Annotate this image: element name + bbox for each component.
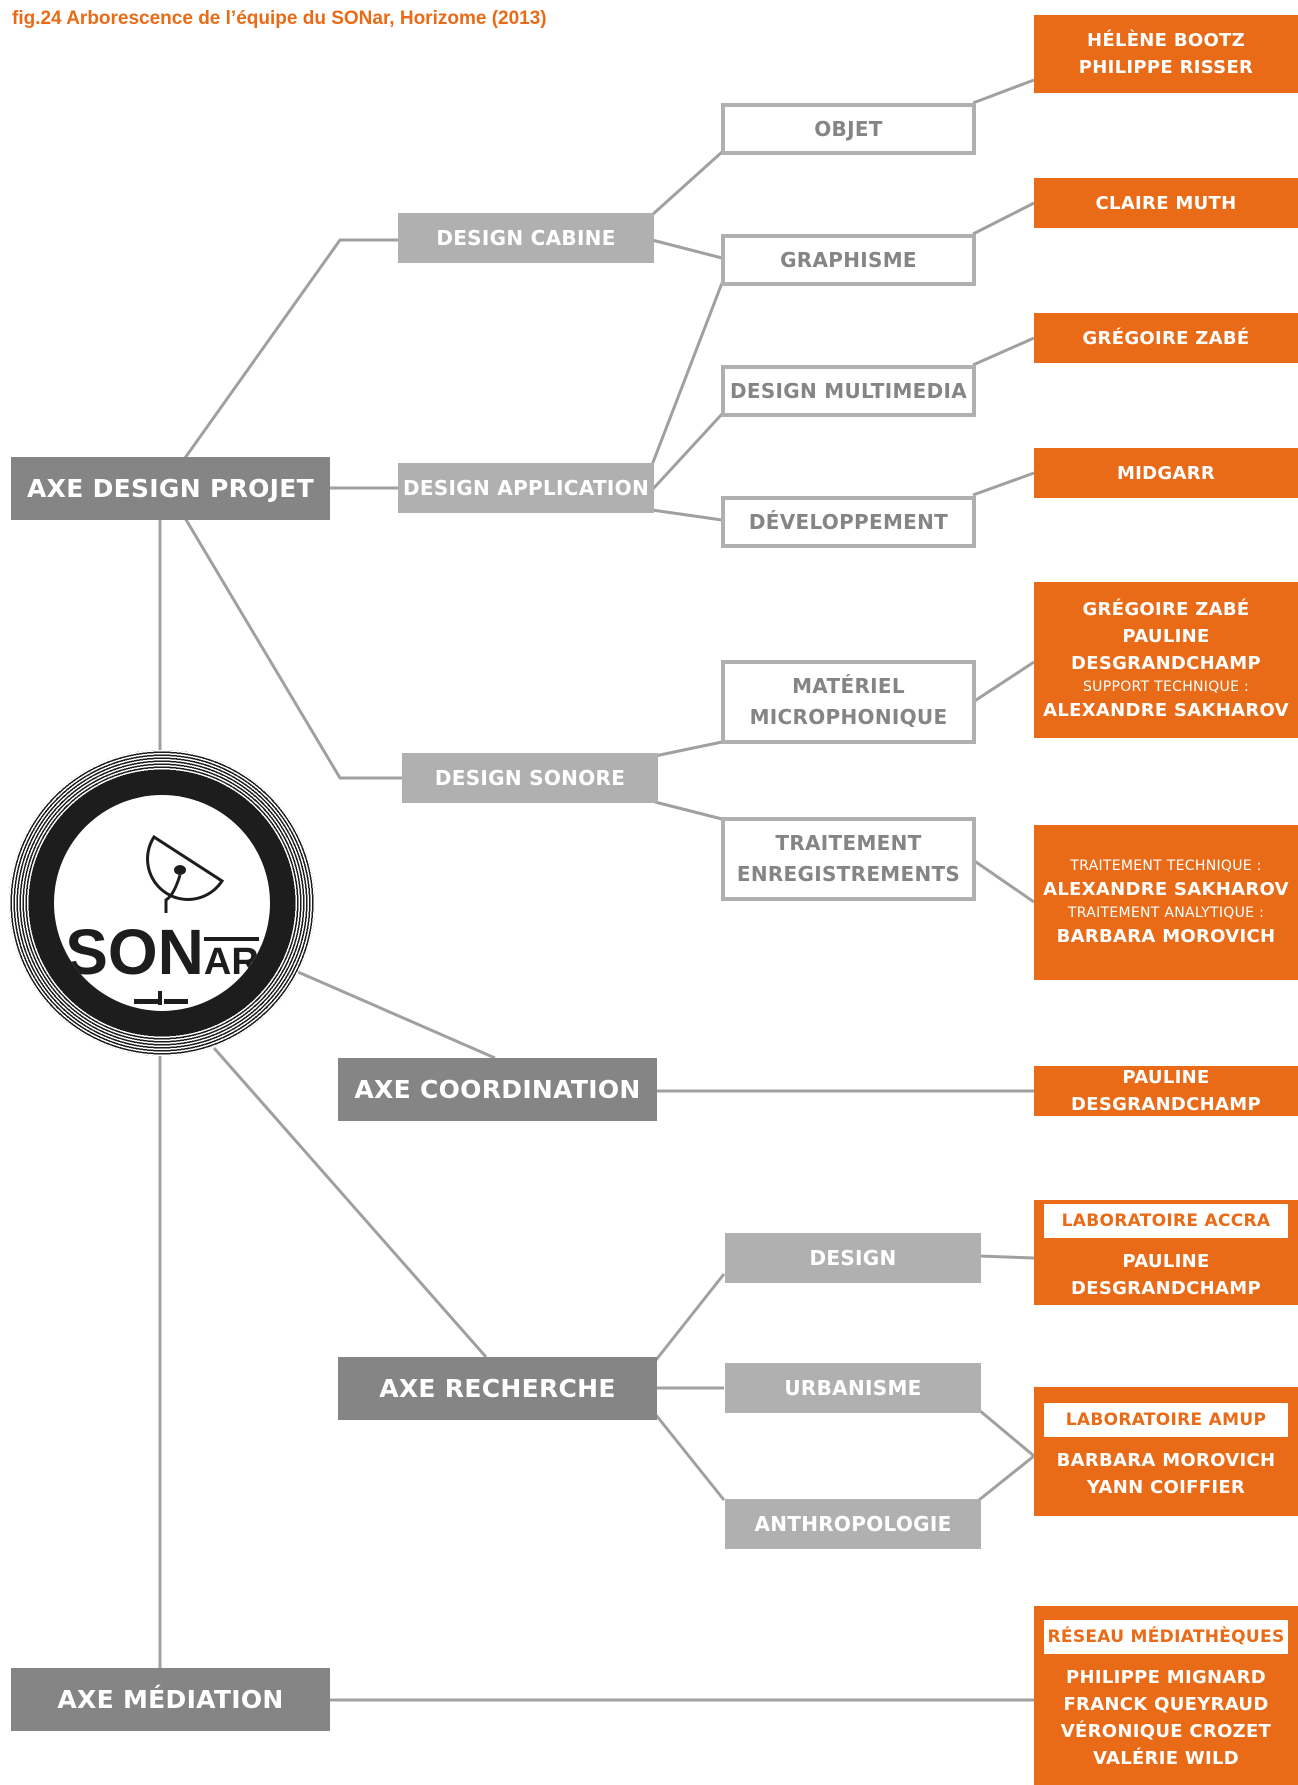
- axe-mediation: AXE MÉDIATION: [11, 1668, 330, 1731]
- sub-urbanisme: URBANISME: [725, 1363, 981, 1413]
- people-urbanisme: LABORATOIRE AMUP BARBARA MOROVICH YANN C…: [1034, 1387, 1298, 1516]
- leaf-traitement-enregistrements: TRAITEMENT ENREGISTREMENTS: [721, 817, 976, 901]
- axe-design-projet: AXE DESIGN PROJET: [11, 457, 330, 520]
- people-materiel: GRÉGOIRE ZABÉ PAULINE DESGRANDCHAMP SUPP…: [1034, 582, 1298, 738]
- axe-coordination: AXE COORDINATION: [338, 1058, 657, 1121]
- leaf-graphisme: GRAPHISME: [721, 234, 976, 286]
- people-developpement: MIDGARR: [1034, 448, 1298, 498]
- leaf-materiel-microphonique: MATÉRIEL MICROPHONIQUE: [721, 660, 976, 744]
- people-traitement: TRAITEMENT TECHNIQUE : ALEXANDRE SAKHARO…: [1034, 825, 1298, 980]
- leaf-objet: OBJET: [721, 103, 976, 155]
- logo-wordmark: SONAR: [65, 916, 259, 988]
- people-mediation: RÉSEAU MÉDIATHÈQUES PHILIPPE MIGNARD FRA…: [1034, 1606, 1298, 1785]
- people-coordination: PAULINE DESGRANDCHAMP: [1034, 1066, 1298, 1116]
- sub-design-sonore: DESIGN SONORE: [402, 753, 658, 803]
- leaf-design-multimedia: DESIGN MULTIMEDIA: [721, 365, 976, 417]
- sub-anthropologie: ANTHROPOLOGIE: [725, 1499, 981, 1549]
- leaf-developpement: DÉVELOPPEMENT: [721, 496, 976, 548]
- axe-recherche: AXE RECHERCHE: [338, 1357, 657, 1420]
- lab-accra-badge: LABORATOIRE ACCRA: [1044, 1203, 1288, 1238]
- people-objet: HÉLÈNE BOOTZ PHILIPPE RISSER: [1034, 15, 1298, 93]
- sub-design: DESIGN: [725, 1233, 981, 1283]
- sonar-logo: SONAR: [9, 750, 315, 1056]
- lab-amup-badge: LABORATOIRE AMUP: [1044, 1402, 1288, 1437]
- sub-design-application: DESIGN APPLICATION: [398, 463, 654, 513]
- figure-caption: fig.24 Arborescence de l’équipe du SONar…: [12, 8, 547, 29]
- people-graphisme: CLAIRE MUTH: [1034, 178, 1298, 228]
- people-design: LABORATOIRE ACCRA PAULINE DESGRANDCHAMP: [1034, 1200, 1298, 1305]
- people-multimedia: GRÉGOIRE ZABÉ: [1034, 313, 1298, 363]
- sub-design-cabine: DESIGN CABINE: [398, 213, 654, 263]
- microphone-icon: [134, 834, 225, 1005]
- reseau-mediatheques-badge: RÉSEAU MÉDIATHÈQUES: [1044, 1619, 1288, 1654]
